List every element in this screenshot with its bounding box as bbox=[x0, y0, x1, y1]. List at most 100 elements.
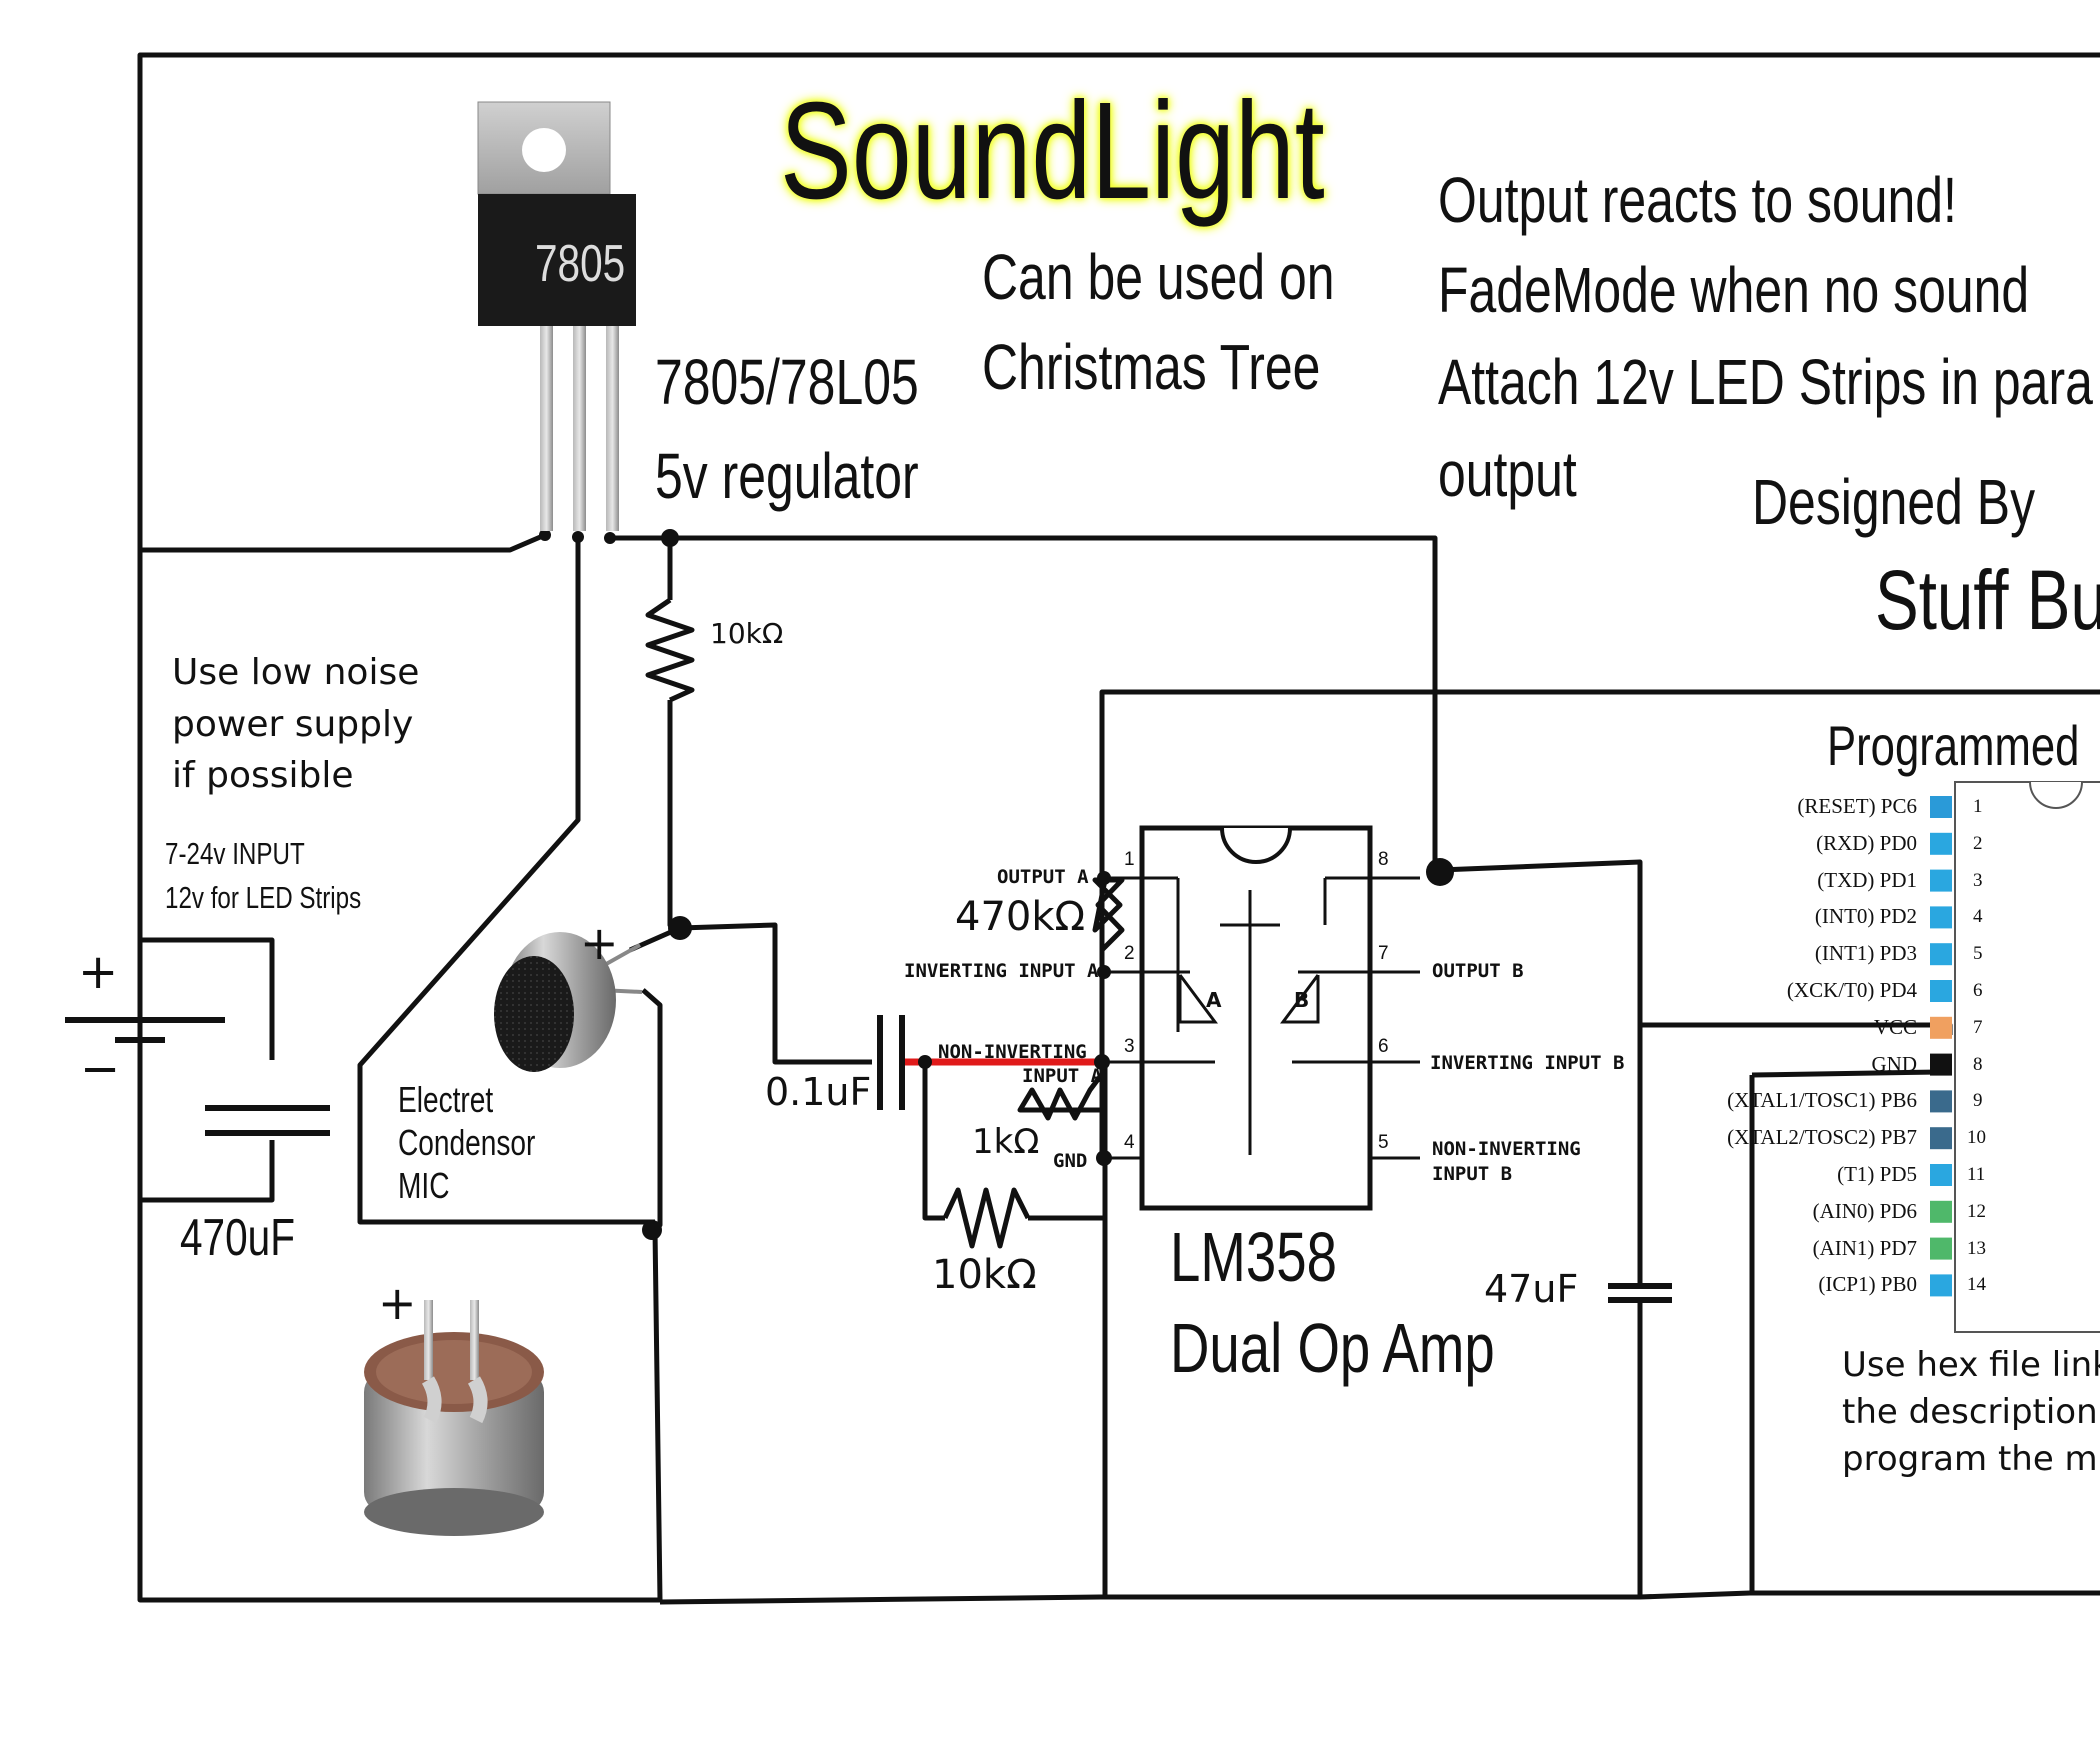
resistor-1k-label: 1kΩ bbox=[972, 1122, 1040, 1162]
mcu-pin-num-10: 10 bbox=[1967, 1127, 1986, 1149]
mcu-pin-name-11: (T1) PD5 bbox=[1837, 1162, 1917, 1186]
resistor-470k-label: 470kΩ bbox=[955, 894, 1086, 940]
lm358-chip bbox=[1105, 825, 1420, 1211]
mic-photo-plus-label: + bbox=[378, 1276, 417, 1330]
mic-plus-label: + bbox=[580, 916, 619, 970]
mcu-pin-num-5: 5 bbox=[1973, 943, 1983, 965]
regulator-desc: 5v regulator bbox=[655, 440, 919, 512]
mcu-pin-num-4: 4 bbox=[1973, 906, 1983, 928]
mcu-pin-box-14 bbox=[1930, 1274, 1952, 1297]
regulator-7805-image bbox=[477, 101, 636, 531]
mcu-pin-box-10 bbox=[1930, 1127, 1952, 1150]
amp-b-label: B bbox=[1294, 988, 1310, 1012]
mcu-pin-name-7: VCC bbox=[1873, 1014, 1917, 1039]
battery-plus-label: + bbox=[78, 944, 119, 1000]
note-feature-3: Attach 12v LED Strips in para bbox=[1438, 346, 2093, 418]
mcu-pin-name-12: (AIN0) PD6 bbox=[1812, 1198, 1917, 1223]
mcu-pin-box-3 bbox=[1930, 869, 1952, 892]
mcu-pin-name-14: (ICP1) PB0 bbox=[1818, 1272, 1917, 1297]
mcu-pin-num-3: 3 bbox=[1973, 869, 1983, 891]
mcu-pin-box-11 bbox=[1930, 1164, 1952, 1186]
mcu-pin-num-2: 2 bbox=[1973, 832, 1983, 854]
title: SoundLight bbox=[780, 74, 1325, 228]
mic-label-1: Electret bbox=[398, 1079, 494, 1120]
mcu-pin-num-12: 12 bbox=[1967, 1200, 1986, 1222]
mcu-pin-box-2 bbox=[1930, 832, 1952, 855]
opamp-name: LM358 bbox=[1170, 1218, 1337, 1296]
mcu-pin-num-7: 7 bbox=[1973, 1016, 1983, 1038]
mcu-pin-boxes bbox=[1930, 796, 1952, 1297]
pin-num-8: 8 bbox=[1378, 849, 1389, 870]
regulator-package-label: 7805 bbox=[535, 235, 626, 293]
capacitor-0-1uf-label: 0.1uF bbox=[765, 1070, 872, 1114]
battery-minus-label: − bbox=[80, 1041, 121, 1097]
note-feature-2: FadeMode when no sound bbox=[1438, 254, 2030, 326]
regulator-name: 7805/78L05 bbox=[655, 346, 919, 418]
mcu-pin-box-9 bbox=[1930, 1090, 1952, 1113]
capacitor-470uf-label: 470uF bbox=[180, 1209, 296, 1267]
pin-label-inverting-a: INVERTING INPUT A bbox=[904, 960, 1099, 982]
mcu-pin-name-10: (XTAL2/TOSC2) PB7 bbox=[1727, 1125, 1917, 1150]
capacitor-47uf bbox=[1608, 1283, 1672, 1303]
mcu-pin-num-14: 14 bbox=[1967, 1274, 1986, 1296]
junction-dots bbox=[539, 529, 1454, 1240]
opamp-desc: Dual Op Amp bbox=[1170, 1309, 1495, 1387]
pin-num-1: 1 bbox=[1124, 849, 1135, 870]
pin-num-6: 6 bbox=[1378, 1036, 1389, 1057]
mcu-pin-num-6: 6 bbox=[1973, 980, 1983, 1001]
resistor-top-label: 10kΩ bbox=[710, 617, 784, 650]
note-input-2: 12v for LED Strips bbox=[165, 880, 362, 915]
mcu-pin-name-1: (RESET) PC6 bbox=[1797, 794, 1917, 818]
amp-a-label: A bbox=[1206, 988, 1222, 1012]
note-noise-1: Use low noise bbox=[172, 652, 420, 693]
note-hex-2: the description t bbox=[1842, 1392, 2100, 1432]
designed-by-label: Designed By bbox=[1752, 466, 2036, 538]
pin-num-4: 4 bbox=[1124, 1132, 1135, 1153]
mcu-pin-box-4 bbox=[1930, 906, 1952, 929]
pin-num-5: 5 bbox=[1378, 1132, 1389, 1153]
mcu-pin-name-13: (AIN1) PD7 bbox=[1812, 1235, 1917, 1260]
note-christmas-line2: Christmas Tree bbox=[982, 331, 1321, 403]
pin-label-input-b: INPUT B bbox=[1432, 1163, 1513, 1185]
mic-label-3: MIC bbox=[398, 1165, 450, 1206]
pin-label-output-b: OUTPUT B bbox=[1432, 960, 1524, 982]
note-feature-4: output bbox=[1438, 438, 1577, 510]
pin-label-output-a: OUTPUT A bbox=[997, 866, 1089, 888]
pin-label-noninverting-a: NON-INVERTING bbox=[938, 1041, 1087, 1063]
mcu-pin-box-5 bbox=[1930, 943, 1952, 966]
capacitor-470uf bbox=[205, 1105, 330, 1136]
battery-symbol bbox=[65, 1017, 225, 1043]
mcu-pin-box-8 bbox=[1930, 1053, 1952, 1076]
pin-label-gnd: GND bbox=[1053, 1150, 1088, 1172]
pin-label-input-a: INPUT A bbox=[1022, 1065, 1103, 1087]
note-noise-3: if possible bbox=[172, 755, 354, 796]
mcu-pin-box-6 bbox=[1930, 980, 1952, 1002]
pin-num-7: 7 bbox=[1378, 943, 1389, 964]
mic-label-2: Condensor bbox=[398, 1122, 536, 1163]
mcu-pin-box-13 bbox=[1930, 1237, 1952, 1260]
note-christmas-line1: Can be used on bbox=[982, 241, 1335, 313]
pin-label-inverting-b: INVERTING INPUT B bbox=[1430, 1052, 1625, 1074]
pin-label-noninverting-b: NON-INVERTING bbox=[1432, 1138, 1581, 1160]
note-hex-1: Use hex file linke bbox=[1842, 1345, 2100, 1385]
mcu-pin-name-2: (RXD) PD0 bbox=[1816, 830, 1917, 855]
mcu-pin-name-3: (TXD) PD1 bbox=[1817, 867, 1917, 892]
mcu-pin-num-11: 11 bbox=[1967, 1164, 1986, 1185]
mcu-pin-box-12 bbox=[1930, 1200, 1952, 1223]
mcu-pin-num-13: 13 bbox=[1967, 1237, 1986, 1259]
note-feature-1: Output reacts to sound! bbox=[1438, 164, 1957, 236]
electret-mic-photo bbox=[364, 1300, 544, 1536]
resistor-bottom-label: 10kΩ bbox=[932, 1252, 1037, 1298]
mcu-pin-name-9: (XTAL1/TOSC1) PB6 bbox=[1727, 1088, 1917, 1113]
capacitor-0-1uf bbox=[877, 1015, 905, 1110]
mcu-pin-name-8: GND bbox=[1871, 1051, 1918, 1076]
note-hex-3: program the mic bbox=[1842, 1439, 2100, 1479]
mcu-pin-box-1 bbox=[1930, 796, 1952, 818]
capacitor-47uf-label: 47uF bbox=[1484, 1267, 1579, 1311]
note-noise-2: power supply bbox=[172, 704, 414, 745]
note-input-1: 7-24v INPUT bbox=[165, 836, 305, 871]
mcu-pin-name-4: (INT0) PD2 bbox=[1814, 904, 1917, 929]
pin-num-2: 2 bbox=[1124, 943, 1135, 964]
mcu-pin-num-8: 8 bbox=[1973, 1053, 1983, 1075]
